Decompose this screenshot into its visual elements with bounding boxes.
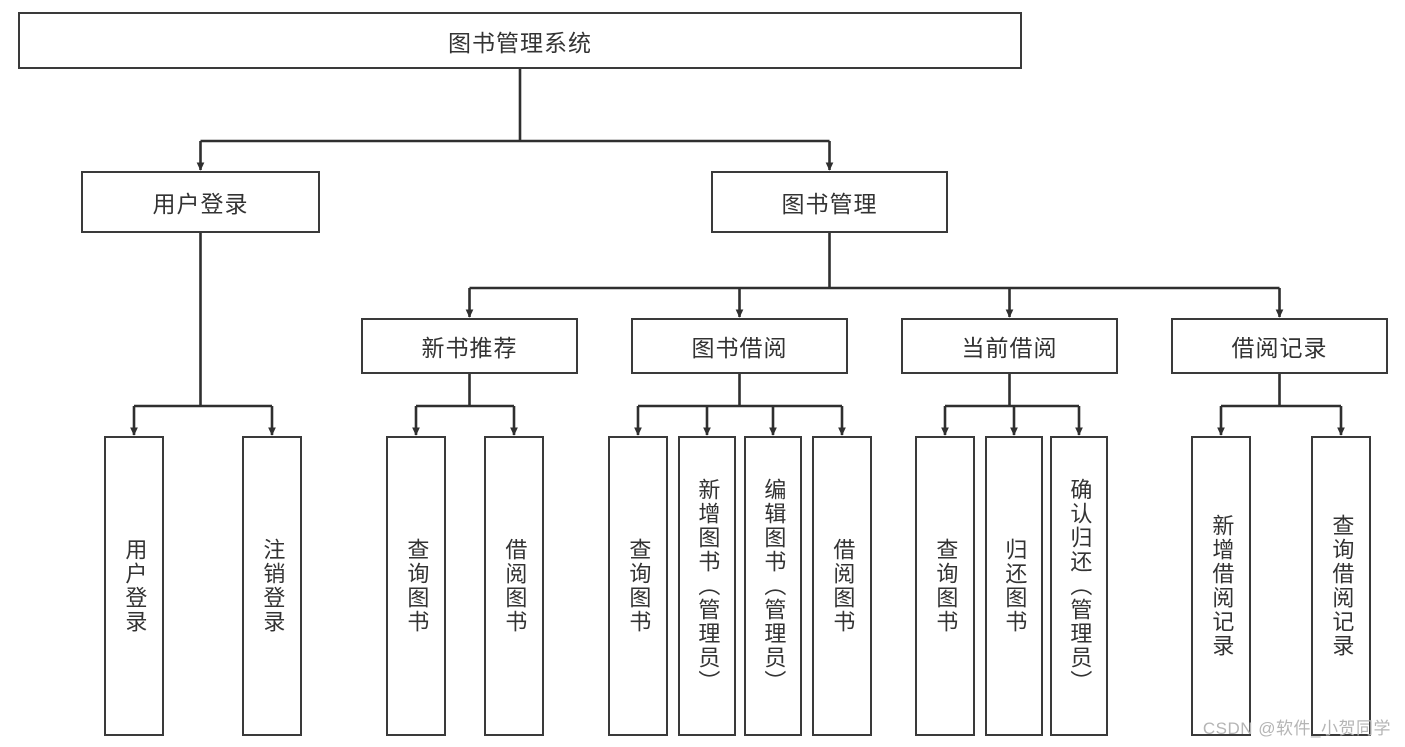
leaf-record-add-label: 新增借阅记录 <box>1209 514 1235 658</box>
node-borrow-record-label: 借阅记录 <box>1231 335 1328 361</box>
leaf-recommend-borrow-book[interactable]: 借阅图书 <box>484 436 544 736</box>
leaf-user-login[interactable]: 用户登录 <box>104 436 164 736</box>
node-book-borrow-label: 图书借阅 <box>691 335 788 361</box>
leaf-borrow-edit-book[interactable]: 编辑图书（管理员） <box>744 436 802 736</box>
leaf-borrow-add-book[interactable]: 新增图书（管理员） <box>678 436 736 736</box>
leaf-borrow-query-book[interactable]: 查询图书 <box>608 436 668 736</box>
node-book-borrow[interactable]: 图书借阅 <box>631 318 848 374</box>
leaf-borrow-query-book-label: 查询图书 <box>626 538 652 634</box>
leaf-record-add[interactable]: 新增借阅记录 <box>1191 436 1251 736</box>
leaf-current-query-book[interactable]: 查询图书 <box>915 436 975 736</box>
node-book-manage[interactable]: 图书管理 <box>711 171 948 233</box>
node-new-book-recommend-label: 新书推荐 <box>421 335 518 361</box>
node-user-login[interactable]: 用户登录 <box>81 171 320 233</box>
leaf-current-confirm-return-label: 确认归还（管理员） <box>1067 478 1093 694</box>
leaf-logout[interactable]: 注销登录 <box>242 436 302 736</box>
node-user-login-label: 用户登录 <box>152 191 249 217</box>
leaf-current-return-book-label: 归还图书 <box>1002 538 1028 634</box>
leaf-record-query[interactable]: 查询借阅记录 <box>1311 436 1371 736</box>
leaf-user-login-label: 用户登录 <box>122 538 148 634</box>
leaf-recommend-query-book[interactable]: 查询图书 <box>386 436 446 736</box>
leaf-current-return-book[interactable]: 归还图书 <box>985 436 1043 736</box>
node-root[interactable]: 图书管理系统 <box>18 12 1022 69</box>
leaf-recommend-query-book-label: 查询图书 <box>404 538 430 634</box>
leaf-recommend-borrow-book-label: 借阅图书 <box>502 538 528 634</box>
leaf-current-query-book-label: 查询图书 <box>933 538 959 634</box>
leaf-borrow-add-book-label: 新增图书（管理员） <box>695 478 721 694</box>
leaf-borrow-edit-book-label: 编辑图书（管理员） <box>761 478 787 694</box>
watermark-text: CSDN @软件_小贺同学 <box>1202 719 1391 738</box>
node-new-book-recommend[interactable]: 新书推荐 <box>361 318 578 374</box>
node-current-borrow-label: 当前借阅 <box>961 335 1058 361</box>
leaf-borrow-do-borrow[interactable]: 借阅图书 <box>812 436 872 736</box>
leaf-logout-label: 注销登录 <box>260 538 286 634</box>
leaf-record-query-label: 查询借阅记录 <box>1329 514 1355 658</box>
node-current-borrow[interactable]: 当前借阅 <box>901 318 1118 374</box>
node-root-label: 图书管理系统 <box>448 29 592 56</box>
node-book-manage-label: 图书管理 <box>781 191 878 217</box>
node-borrow-record[interactable]: 借阅记录 <box>1171 318 1388 374</box>
leaf-current-confirm-return[interactable]: 确认归还（管理员） <box>1050 436 1108 736</box>
leaf-borrow-do-borrow-label: 借阅图书 <box>830 538 856 634</box>
